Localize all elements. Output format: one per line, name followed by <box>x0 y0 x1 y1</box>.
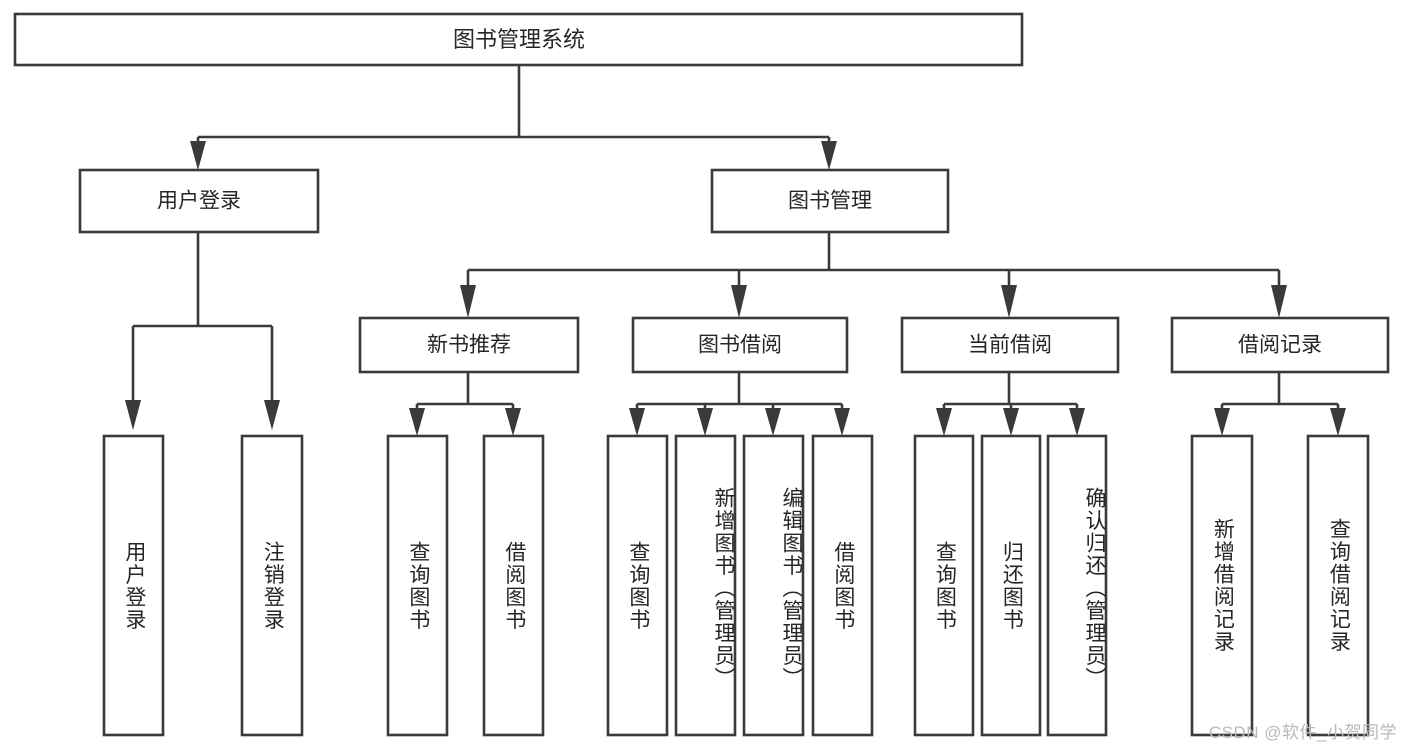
node-book-management-label: 图书管理 <box>788 190 872 213</box>
node-leaf-borrow-book-1[interactable] <box>482 434 545 737</box>
arrowhead-borrow-record <box>1271 285 1287 318</box>
node-borrow-record-label: 借阅记录 <box>1238 334 1322 357</box>
node-leaf-query-record[interactable] <box>1306 434 1370 737</box>
arrowhead-leaf-query-book-2 <box>629 408 645 436</box>
node-leaf-return-book[interactable] <box>980 434 1042 737</box>
arrowhead-leaf-edit-book <box>765 408 781 436</box>
node-user-login[interactable] <box>78 168 320 234</box>
node-current-borrow[interactable] <box>900 316 1120 374</box>
node-new-book-recommend[interactable] <box>358 316 580 374</box>
connector-group-root <box>190 65 837 170</box>
arrowhead-leaf-confirm-return <box>1069 408 1085 436</box>
connector-group-borrow-record <box>1214 372 1346 436</box>
arrowhead-leaf-borrow-book-1 <box>505 408 521 436</box>
node-book-borrow-label: 图书借阅 <box>698 334 782 357</box>
node-leaf-confirm-return[interactable] <box>1046 434 1108 737</box>
node-borrow-record[interactable] <box>1170 316 1390 374</box>
arrowhead-current-borrow <box>1001 285 1017 318</box>
node-leaf-add-record[interactable] <box>1190 434 1254 737</box>
connector-group-current-borrow <box>936 372 1085 436</box>
node-book-management[interactable] <box>710 168 950 234</box>
arrowhead-leaf-add-record <box>1214 408 1230 436</box>
node-current-borrow-label: 当前借阅 <box>968 334 1052 357</box>
node-leaf-add-book[interactable] <box>674 434 737 737</box>
connector-group-book-borrow <box>629 372 850 436</box>
connector-group-book-management <box>460 232 1287 318</box>
node-leaf-logout-login[interactable] <box>240 434 304 737</box>
node-leaf-edit-book[interactable] <box>742 434 805 737</box>
node-leaf-borrow-book-2[interactable] <box>811 434 874 737</box>
node-book-borrow[interactable] <box>631 316 849 374</box>
node-leaf-query-book-3[interactable] <box>913 434 975 737</box>
connector-group-new-book-recommend <box>409 372 521 436</box>
arrowhead-user-login <box>190 141 206 170</box>
node-new-book-recommend-label: 新书推荐 <box>427 334 511 357</box>
arrowhead-leaf-borrow-book-2 <box>834 408 850 436</box>
arrowhead-leaf-add-book <box>697 408 713 436</box>
arrowhead-book-borrow <box>731 285 747 318</box>
arrowhead-new-book-recommend <box>460 285 476 318</box>
arrowhead-leaf-logout-login <box>264 400 280 430</box>
arrowhead-leaf-return-book <box>1003 408 1019 436</box>
connector-group-user-login <box>125 232 280 430</box>
csdn-watermark: CSDN @软件_小贺同学 <box>1208 723 1397 742</box>
node-root[interactable] <box>13 12 1024 67</box>
arrowhead-leaf-query-book-1 <box>409 408 425 436</box>
node-user-login-label: 用户登录 <box>157 190 241 213</box>
arrowhead-leaf-user-login <box>125 400 141 430</box>
node-leaf-query-book-2[interactable] <box>606 434 669 737</box>
node-leaf-user-login[interactable] <box>102 434 165 737</box>
arrowhead-leaf-query-record <box>1330 408 1346 436</box>
arrowhead-leaf-query-book-3 <box>936 408 952 436</box>
arrowhead-book-management <box>821 141 837 170</box>
node-leaf-query-book-1[interactable] <box>386 434 449 737</box>
node-root-label: 图书管理系统 <box>453 27 585 52</box>
